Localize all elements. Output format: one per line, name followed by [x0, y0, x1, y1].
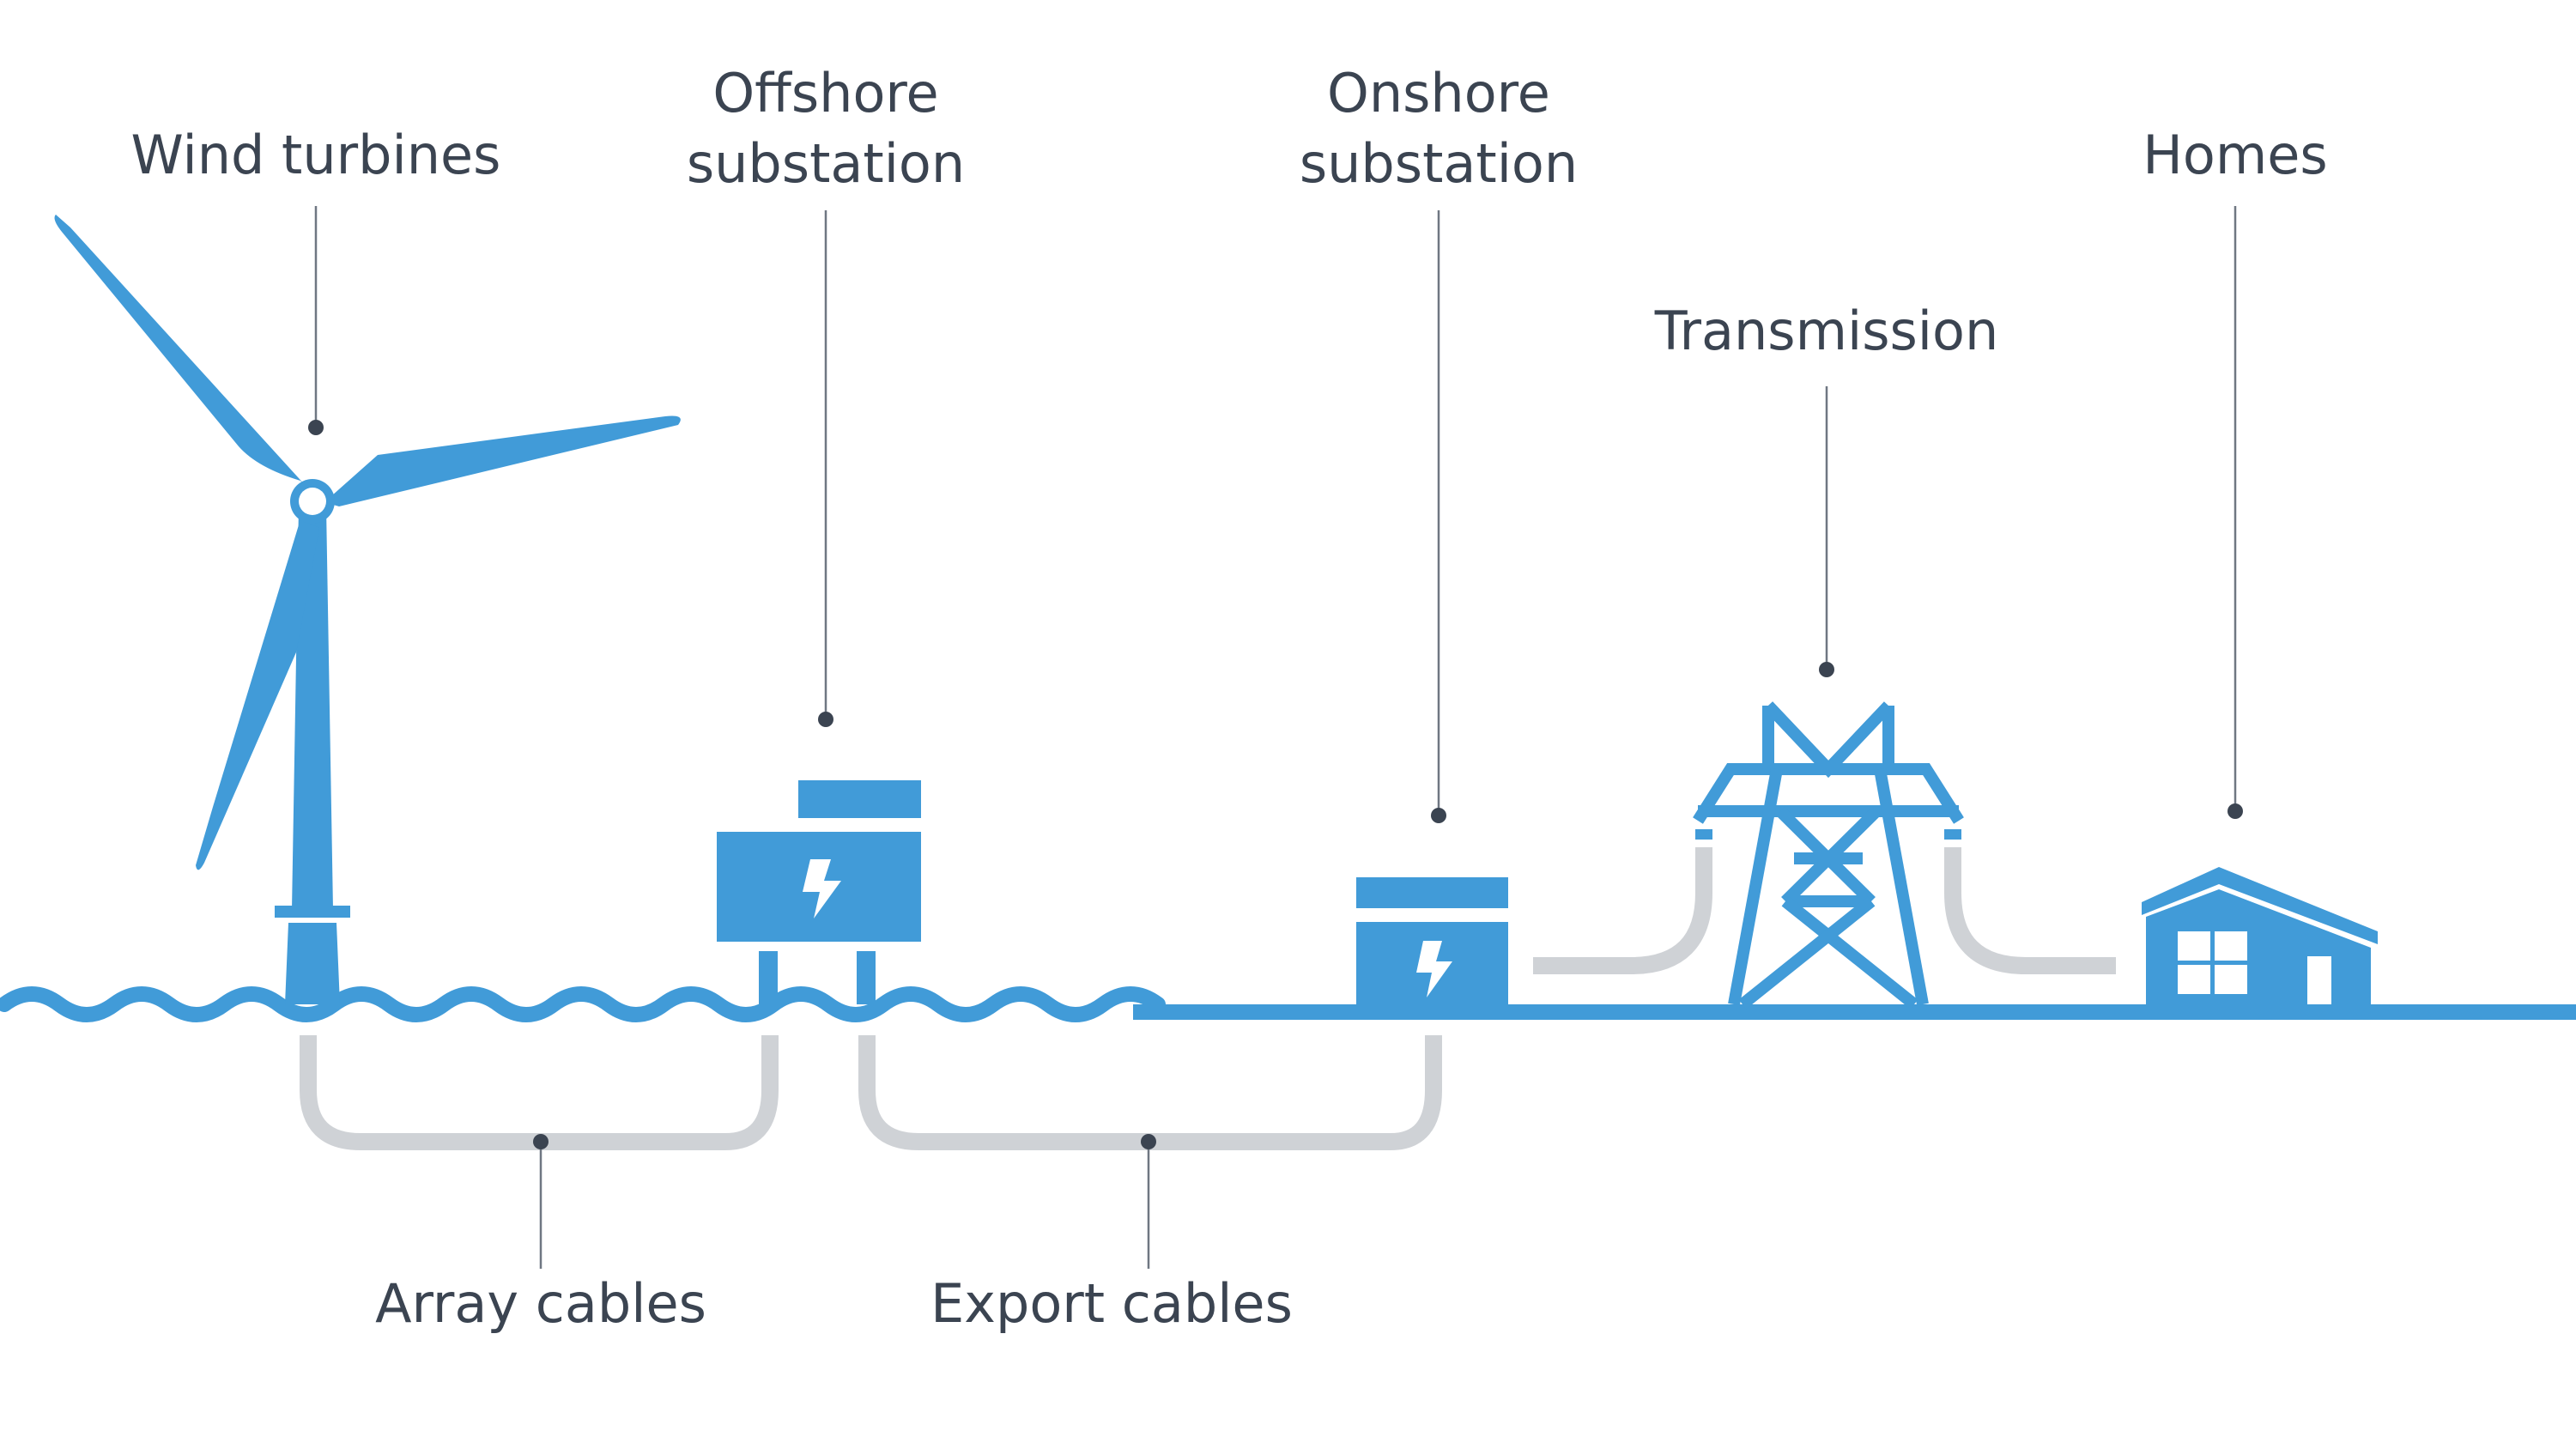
tower-peak-right	[1763, 701, 1834, 773]
label-wind-turbines: Wind turbines	[130, 124, 501, 186]
offshore-substation-leg-right	[857, 951, 876, 1004]
label-onshore-line2: substation	[1299, 132, 1579, 195]
land-line	[1133, 1004, 2576, 1020]
turbine-platform	[275, 906, 350, 918]
turbine-blade-right	[324, 415, 681, 506]
home-window	[2178, 931, 2247, 994]
label-array-cables: Array cables	[375, 1272, 706, 1335]
label-export-cables: Export cables	[930, 1272, 1293, 1335]
cable-stubs	[1695, 829, 1961, 840]
label-onshore-substation: Onshore substation	[1300, 58, 1578, 199]
offshore-substation-roof	[798, 780, 921, 818]
transmission-tower-icon	[1693, 701, 1964, 1009]
leader-dots	[308, 420, 2243, 1149]
lightning-bolt-icon	[1416, 941, 1452, 997]
wind-turbine-icon	[54, 215, 681, 1004]
onshore-substation-icon	[1356, 877, 1508, 1008]
onshore-substation-roof	[1356, 877, 1508, 908]
turbine-blade-up	[54, 215, 307, 488]
tower-leg-right	[1874, 767, 1929, 1006]
turbine-blade-down	[196, 519, 319, 870]
tower-leg-left	[1728, 767, 1783, 1006]
offshore-substation-leg-left	[759, 951, 778, 1004]
label-homes: Homes	[2143, 124, 2328, 186]
label-transmission: Transmission	[1654, 300, 1999, 362]
sea-waves	[0, 986, 1166, 1022]
label-onshore-line1: Onshore	[1327, 62, 1550, 124]
offshore-substation-icon	[717, 780, 921, 1004]
leader-lines	[314, 206, 2237, 1269]
label-offshore-line1: Offshore	[712, 62, 939, 124]
label-offshore-line2: substation	[686, 132, 966, 195]
home-icon	[2142, 867, 2378, 1008]
lightning-bolt-icon	[803, 859, 841, 919]
ground-line	[0, 986, 2576, 1022]
array-cable	[300, 1035, 779, 1150]
tower-peak-left	[1763, 701, 1894, 779]
label-offshore-substation: Offshore substation	[687, 58, 965, 199]
tower-crossarm	[1693, 763, 1964, 824]
home-roof	[2142, 867, 2378, 944]
export-cable	[858, 1035, 1442, 1150]
turbine-foundation	[285, 923, 340, 1004]
tower-to-home-cable	[1944, 847, 2116, 974]
onshore-to-tower-cable	[1533, 847, 1712, 974]
home-door	[2307, 956, 2331, 1004]
turbine-hub-inner	[299, 488, 326, 515]
